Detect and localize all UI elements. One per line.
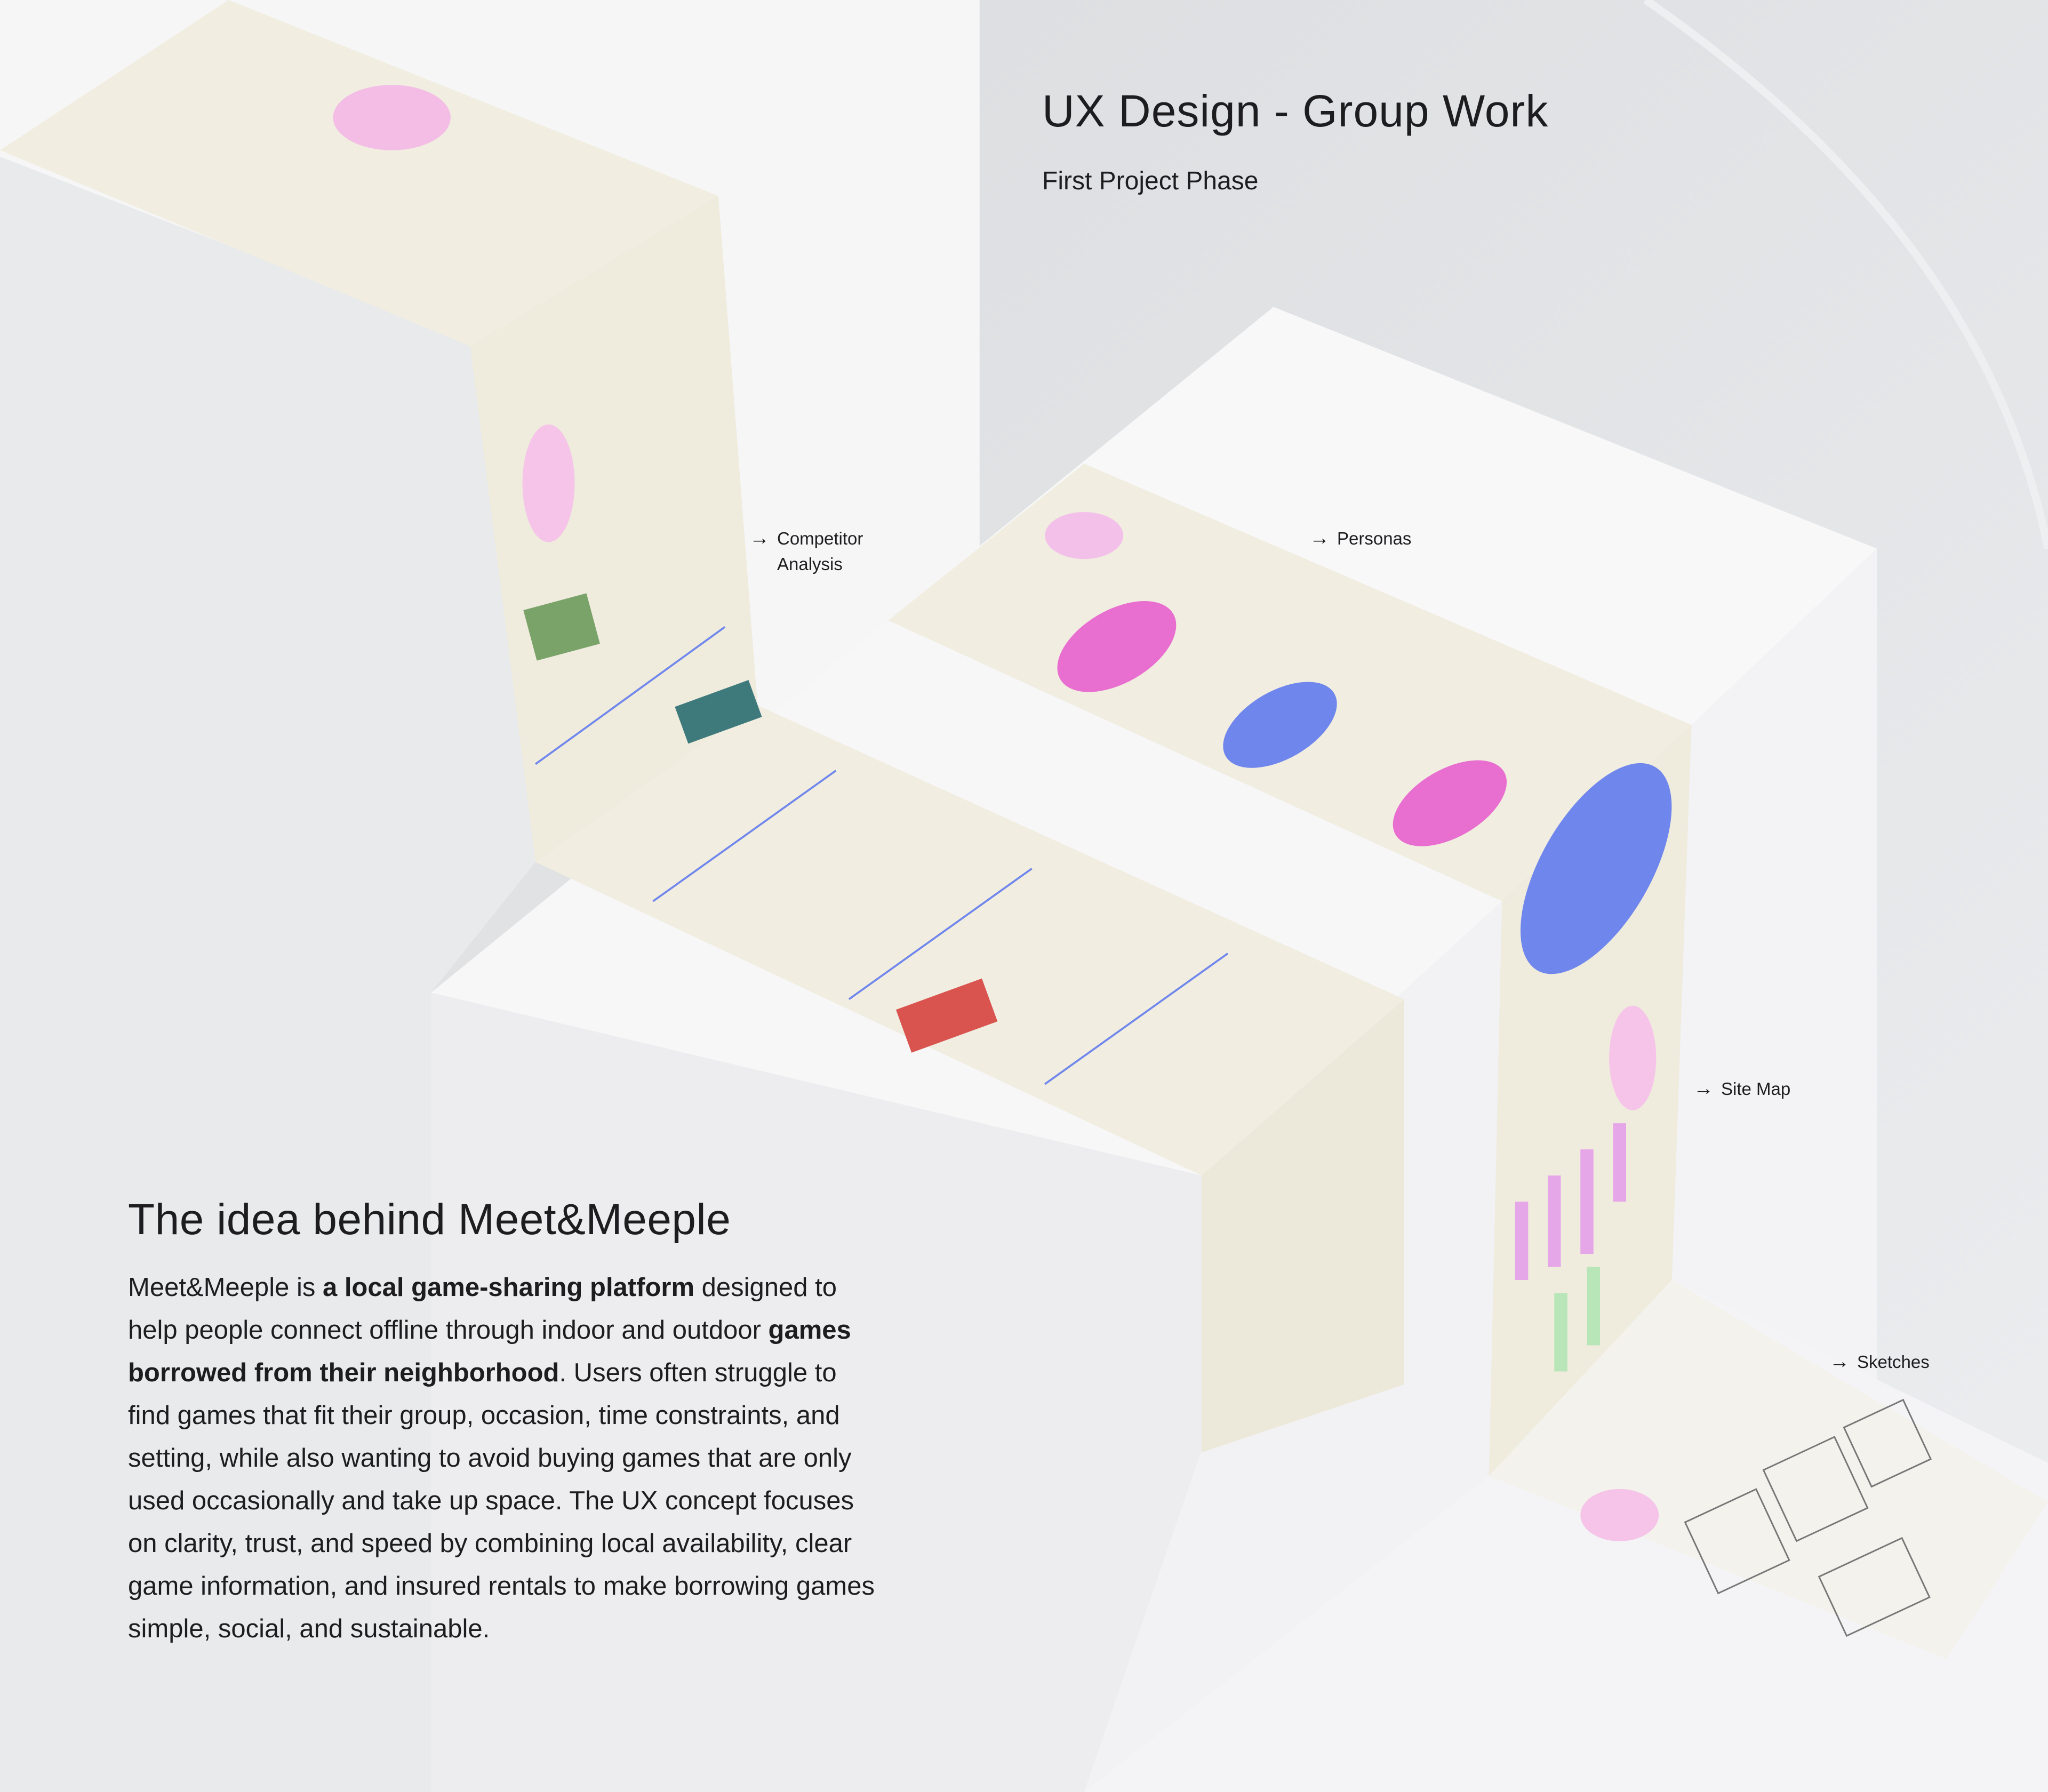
background-arc [1643,0,2048,550]
right-block-right [1671,548,1877,1385]
bold-text-run: games borrowed from their neighborhood [128,1316,851,1387]
idea-section: The idea behind Meet&Meeple Meet&Meeple … [128,1195,885,1650]
text-run: designed to help people connect offline … [128,1273,837,1345]
callout-line: Competitor [777,529,863,548]
idea-heading: The idea behind Meet&Meeple [128,1195,731,1244]
bold-text-run: a local game-sharing platform [322,1273,695,1302]
arrow-right-icon: → [1693,1077,1714,1100]
middle-block-front [431,993,1202,1792]
callout-sketches: → Sketches [1829,1349,1930,1375]
callout-text: Personas [1337,529,1412,548]
arrow-right-icon: → [1309,527,1330,549]
callout-site-map: → Site Map [1693,1076,1790,1102]
left-block-side [0,156,536,1792]
slide-decorations [333,85,1932,1637]
text-run: . Users often struggle to find games tha… [128,1358,875,1643]
page-subtitle: First Project Phase [1042,167,1259,195]
arrow-right-icon: → [1829,1350,1850,1373]
callout-personas: → Personas [1309,526,1411,551]
arrow-right-icon: → [749,527,770,549]
paper-strip [0,0,2048,1659]
callout-text: Sketches [1857,1352,1930,1372]
idea-paragraph: Meet&Meeple is a local game-sharing plat… [128,1266,885,1650]
callout-line: Analysis [777,554,843,574]
text-run: Meet&Meeple is [128,1273,323,1302]
callout-text: Site Map [1721,1079,1791,1099]
page-title: UX Design - Group Work [1042,86,1549,136]
